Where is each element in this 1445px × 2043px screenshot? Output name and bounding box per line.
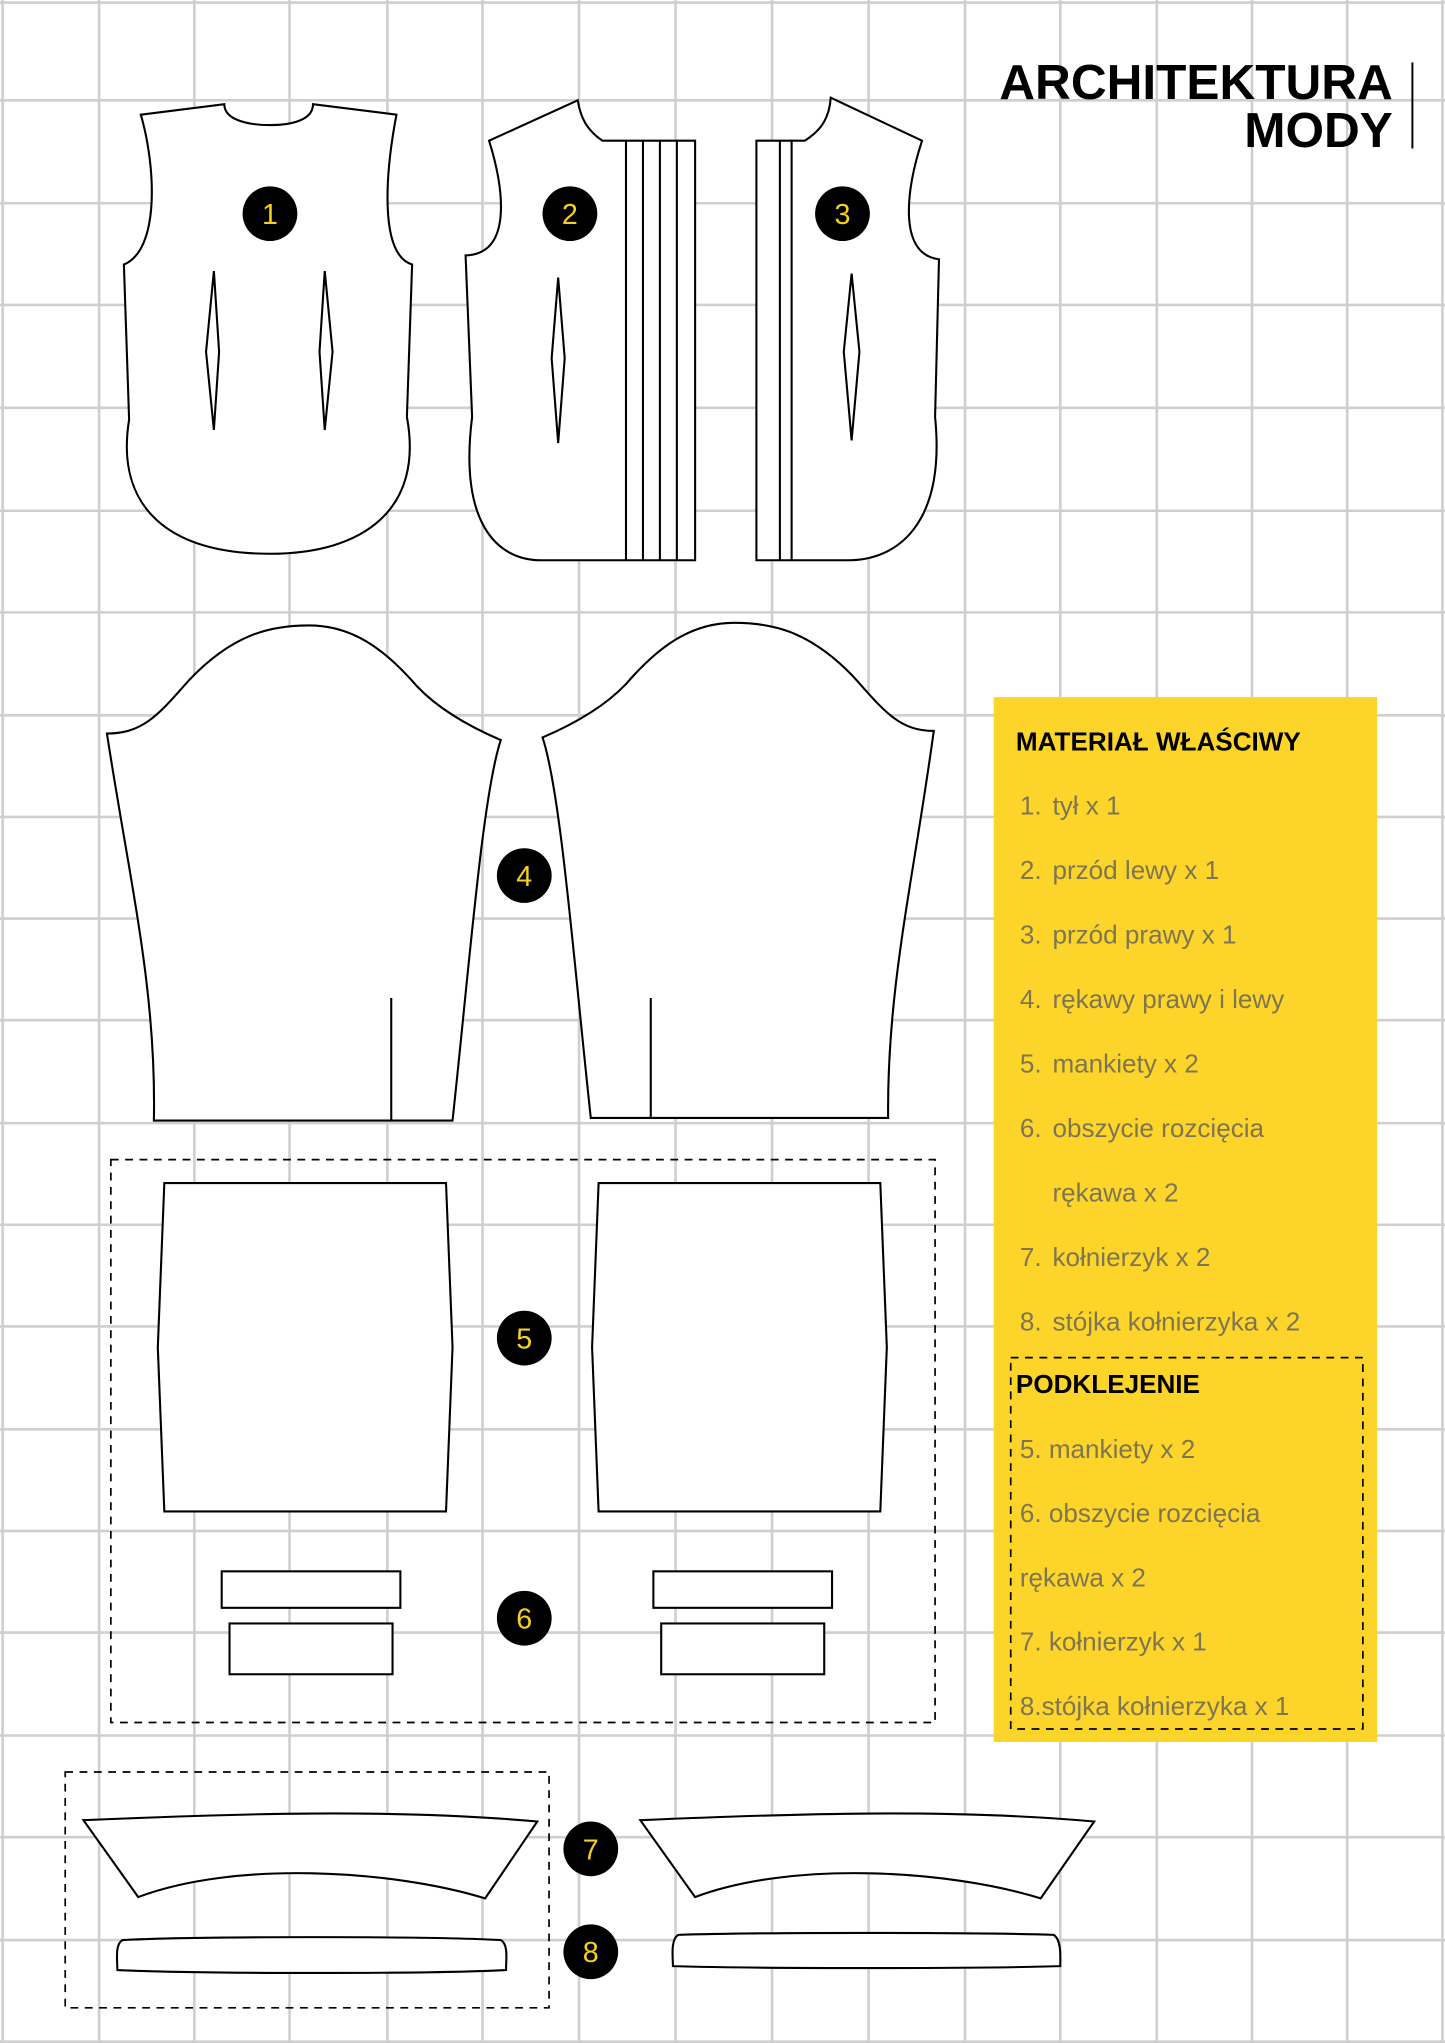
pattern-piece-collar	[81, 1812, 1097, 1900]
legend-item-number: 5.	[1020, 1048, 1042, 1078]
piece-number: 6	[516, 1604, 532, 1636]
legend-item-text: tył x 1	[1052, 790, 1120, 820]
logo-line-1: ARCHITEKTURA	[999, 55, 1393, 110]
interfacing-item: 5. mankiety x 2	[1020, 1434, 1195, 1464]
piece-number: 4	[516, 861, 532, 893]
piece-number: 5	[516, 1324, 532, 1356]
piece-number-badge: 3	[815, 186, 870, 242]
piece-number-badge: 5	[496, 1310, 552, 1366]
pattern-piece-front-right	[755, 96, 941, 562]
legend-item-text: przód lewy x 1	[1052, 855, 1219, 885]
piece-number: 1	[262, 199, 278, 231]
pattern-piece-cuffs	[156, 1182, 888, 1513]
interfacing-box	[1009, 1356, 1364, 1730]
legend-item-text: przód prawy x 1	[1052, 919, 1236, 949]
piece-number-badge: 1	[242, 186, 298, 242]
legend-item-text: stójka kołnierzyka x 2	[1052, 1306, 1300, 1336]
pattern-piece-collar-stand	[115, 1931, 1062, 1975]
legend-title-interfacing: PODKLEJENIE	[1016, 1369, 1200, 1399]
piece-number: 7	[583, 1834, 599, 1866]
piece-number: 8	[583, 1937, 599, 1969]
legend-item-number: 8.	[1020, 1306, 1042, 1336]
legend-item-number: 7.	[1020, 1242, 1042, 1272]
pattern-piece-plackets	[220, 1570, 834, 1676]
piece-number-badge: 8	[563, 1924, 619, 1980]
piece-number-badge: 6	[496, 1590, 552, 1646]
legend-item-number: 2.	[1020, 855, 1042, 885]
legend-item-text: rękawy prawy i lewy	[1052, 984, 1284, 1014]
interfacing-item: 6. obszycie rozcięcia	[1020, 1498, 1261, 1528]
legend-panel: MATERIAŁ WŁAŚCIWY 1. tył x 1 2. przód lewy …	[993, 697, 1378, 1743]
piece-number-badge: 4	[496, 848, 552, 903]
pattern-piece-back	[122, 103, 414, 555]
piece-number-badge: 2	[542, 186, 598, 242]
pattern-piece-front-left	[464, 98, 697, 562]
legend-title-main: MATERIAŁ WŁAŚCIWY	[1016, 727, 1301, 757]
interfacing-outline-collar	[64, 1771, 550, 2009]
legend-item-text: mankiety x 2	[1052, 1048, 1198, 1078]
legend-item-text: obszycie rozcięcia	[1052, 1113, 1264, 1143]
interfacing-item: 8.stójka kołnierzyka x 1	[1020, 1691, 1290, 1721]
legend-item-number: 6.	[1020, 1113, 1042, 1143]
piece-number-badge: 7	[563, 1821, 619, 1877]
legend-item-text: kołnierzyk x 2	[1052, 1242, 1210, 1272]
legend-background	[993, 697, 1378, 1743]
legend-item-number: 1.	[1020, 790, 1042, 820]
logo-line-2: MODY	[1244, 103, 1393, 158]
interfacing-item: rękawa x 2	[1020, 1562, 1146, 1592]
interfacing-item: 7. kołnierzyk x 1	[1020, 1627, 1207, 1657]
legend-item-number: 3.	[1020, 919, 1042, 949]
interfacing-outline-cuffs	[110, 1158, 936, 1724]
piece-number: 2	[562, 199, 578, 231]
piece-number: 3	[835, 199, 851, 231]
pattern-piece-sleeves	[105, 621, 935, 1122]
logo: ARCHITEKTURA MODY	[999, 55, 1414, 158]
legend-item-number: 4.	[1020, 984, 1042, 1014]
legend-item-text: rękawa x 2	[1052, 1177, 1178, 1207]
